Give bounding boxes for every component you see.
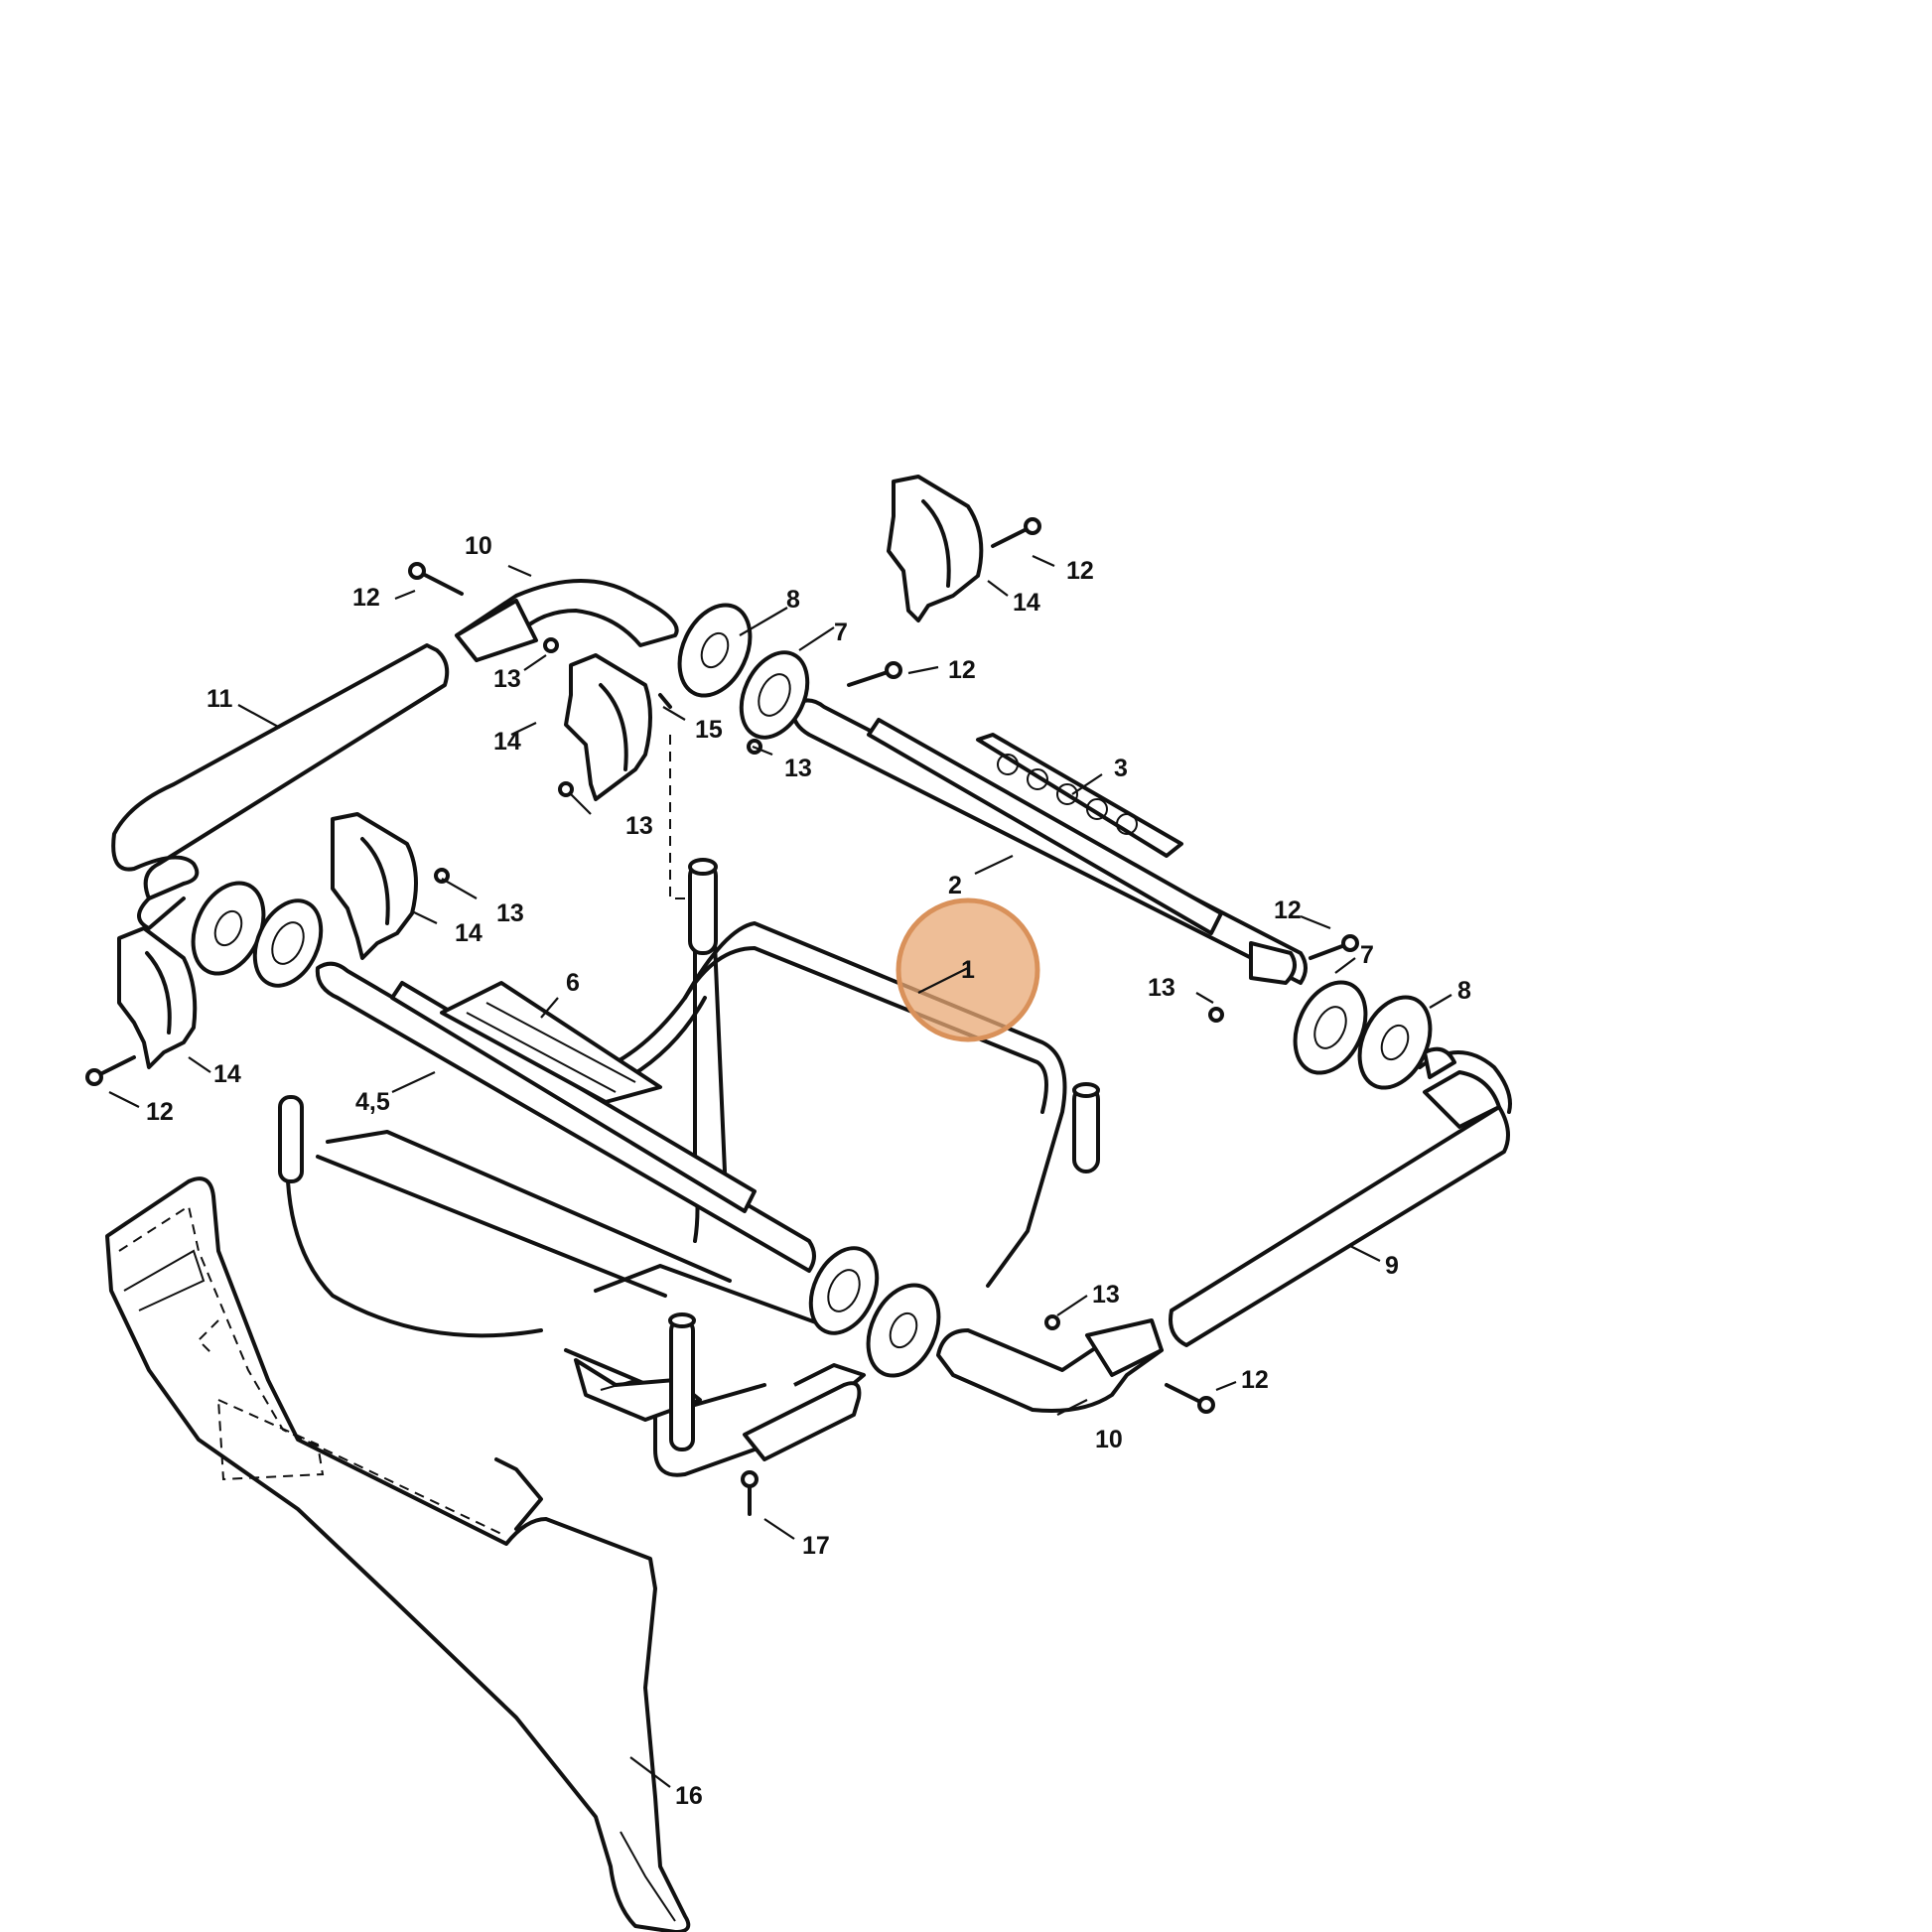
lower-frame: [278, 1095, 866, 1477]
handle-right: [1169, 1046, 1512, 1347]
callout-10-upper[interactable]: 10: [465, 532, 492, 560]
shaft-lower: [315, 961, 816, 1273]
callout-labels: 1 2 3 4,5 6 7 7 8 8 9 10 10 11 12 12 12 …: [146, 532, 1471, 1810]
callout-12-center[interactable]: 12: [948, 656, 976, 684]
selected-part-highlight[interactable]: [896, 897, 1040, 1042]
callout-13-f[interactable]: 13: [1092, 1281, 1120, 1309]
callout-13-e[interactable]: 13: [1148, 974, 1175, 1002]
callout-12-right[interactable]: 12: [1274, 897, 1302, 924]
callout-4-5[interactable]: 4,5: [355, 1088, 390, 1116]
instruction-label: [440, 981, 662, 1104]
callout-10-lower[interactable]: 10: [1095, 1426, 1123, 1453]
callout-15[interactable]: 15: [695, 716, 723, 744]
callout-7-lower[interactable]: 7: [1360, 941, 1374, 969]
callout-11[interactable]: 11: [207, 685, 233, 713]
callout-8-lower[interactable]: 8: [1457, 977, 1471, 1005]
handle-lower-bend: [936, 1318, 1164, 1413]
callout-13-b[interactable]: 13: [784, 755, 812, 782]
callout-13-c[interactable]: 13: [625, 812, 653, 840]
handle-top-bend: [455, 579, 679, 662]
handle-left: [111, 643, 450, 930]
callout-12-top-right[interactable]: 12: [1066, 557, 1094, 585]
callout-2[interactable]: 2: [948, 872, 962, 899]
clamps: [117, 475, 984, 1069]
callout-12-bottom[interactable]: 12: [1241, 1366, 1269, 1394]
callout-16[interactable]: 16: [675, 1782, 703, 1810]
fasteners: [85, 517, 1359, 1516]
callout-13-a[interactable]: 13: [493, 665, 521, 693]
callout-14-left[interactable]: 14: [213, 1060, 241, 1088]
leader-lines: [108, 554, 1452, 1788]
callout-1-selected[interactable]: 1: [961, 956, 975, 984]
callout-12-top-left[interactable]: 12: [352, 584, 380, 612]
grass-catcher-bag: [105, 1176, 691, 1932]
callout-14-center[interactable]: 14: [455, 919, 483, 947]
callout-9[interactable]: 9: [1385, 1252, 1399, 1280]
callout-3[interactable]: 3: [1114, 755, 1128, 782]
callout-8-upper[interactable]: 8: [786, 586, 800, 614]
callout-7-upper[interactable]: 7: [834, 619, 848, 646]
callout-12-left[interactable]: 12: [146, 1098, 174, 1126]
callout-17[interactable]: 17: [802, 1532, 830, 1560]
adjuster-discs: [191, 603, 1433, 1378]
callout-14-top-right[interactable]: 14: [1013, 589, 1040, 617]
shaft-upper: [791, 698, 1308, 985]
callout-14-upper-center[interactable]: 14: [493, 728, 521, 756]
callout-6[interactable]: 6: [566, 969, 580, 997]
callout-13-d[interactable]: 13: [496, 899, 524, 927]
warning-label: [976, 733, 1183, 858]
